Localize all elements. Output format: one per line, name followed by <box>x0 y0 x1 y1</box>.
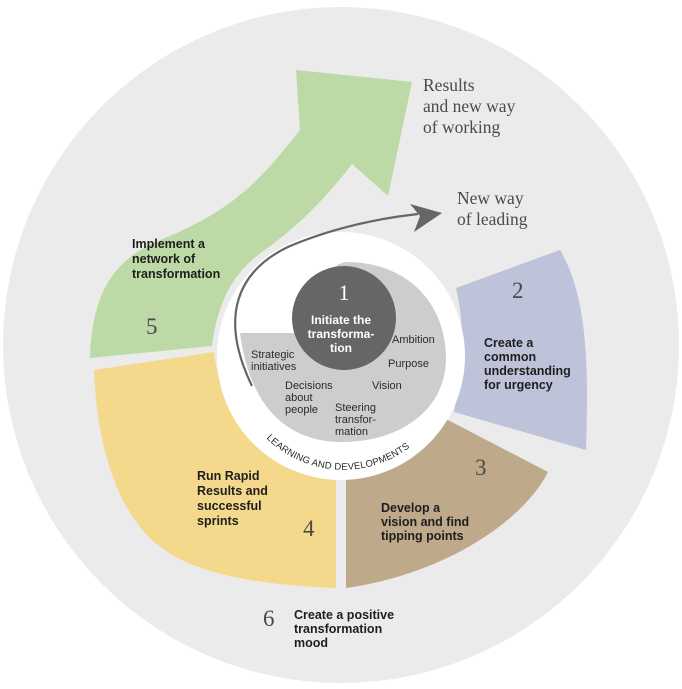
decisions-label-line1: Decisions <box>285 380 333 392</box>
step5-label-line1: Implement a <box>132 237 206 251</box>
step2-purple-segment <box>454 250 587 450</box>
steering-label-line1: Steering <box>335 402 376 414</box>
purpose-label: Purpose <box>388 358 429 370</box>
step6-number: 6 <box>263 606 275 631</box>
step4-label-line1: Run Rapid <box>197 469 260 483</box>
step2-label-line4: for urgency <box>484 378 553 392</box>
step4-label-line3: successful <box>197 499 262 513</box>
step2-number: 2 <box>512 278 524 303</box>
step1-number: 1 <box>339 280 350 305</box>
step4-number: 4 <box>303 516 315 541</box>
step4-label-line2: Results and <box>197 484 268 498</box>
results-line2: and new way <box>423 96 516 116</box>
vision-label: Vision <box>372 380 402 392</box>
step1-label-line3: tion <box>330 341 352 355</box>
leading-arrow-line <box>234 212 419 387</box>
step3-number: 3 <box>475 455 487 480</box>
step5-green-arrow <box>90 70 412 358</box>
step2-label-line1: Create a <box>484 336 534 350</box>
step3-label-line3: tipping points <box>381 529 464 543</box>
step2-label-line3: understanding <box>484 364 571 378</box>
step3-brown-segment <box>346 418 548 588</box>
step4-yellow-segment <box>94 352 336 588</box>
step3-label-line1: Develop a <box>381 501 441 515</box>
step5-label-line2: network of <box>132 252 196 266</box>
strategic-label-line2: initiatives <box>251 361 297 373</box>
steering-label-line2: transfor- <box>335 414 376 426</box>
step6-label-line2: transformation <box>294 622 382 636</box>
step5-number: 5 <box>146 314 158 339</box>
strategic-label-line1: Strategic <box>251 349 295 361</box>
decisions-label-line3: people <box>285 404 318 416</box>
decisions-label-line2: about <box>285 392 313 404</box>
step2-label-line2: common <box>484 350 536 364</box>
results-line3: of working <box>423 117 501 137</box>
step6-label-line3: mood <box>294 636 328 650</box>
step1-label-line1: Initiate the <box>311 313 371 327</box>
ambition-label: Ambition <box>392 334 435 346</box>
step4-label-line4: sprints <box>197 514 239 528</box>
leading-arrowhead <box>410 204 442 232</box>
step6-label-line1: Create a positive <box>294 608 394 622</box>
step3-label-line2: vision and find <box>381 515 469 529</box>
results-line1: Results <box>423 75 475 95</box>
step5-label-line3: transformation <box>132 267 220 281</box>
leading-line1: New way <box>457 188 524 208</box>
leading-line2: of leading <box>457 209 528 229</box>
step1-dark-circle <box>292 266 396 370</box>
step1-label-line2: transforma- <box>308 327 375 341</box>
steering-label-line3: mation <box>335 426 368 438</box>
